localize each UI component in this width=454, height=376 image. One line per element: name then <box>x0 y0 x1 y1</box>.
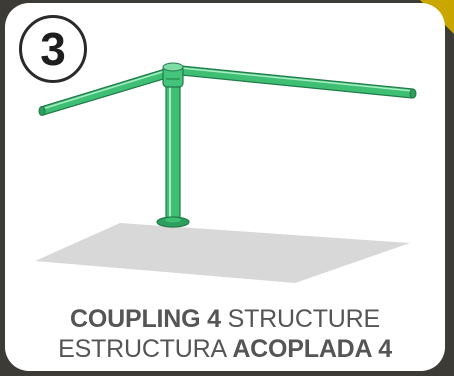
caption-spanish-bold: ACOPLADA 4 <box>232 335 392 363</box>
step-number-badge: 3 <box>19 15 87 83</box>
caption-spanish: ESTRUCTURA ACOPLADA 4 <box>5 335 445 364</box>
left-arm-tube <box>38 65 178 116</box>
step-number: 3 <box>40 23 66 75</box>
caption-english: COUPLING 4 STRUCTURE <box>5 305 445 334</box>
caption-english-bold: COUPLING 4 <box>70 305 221 333</box>
vertical-post-tube <box>165 80 181 222</box>
caption-english-regular: STRUCTURE <box>220 305 381 333</box>
instruction-card: 3 <box>5 3 445 371</box>
caption-spanish-regular: ESTRUCTURA <box>58 335 233 363</box>
base-plate <box>156 216 190 228</box>
coupling-structure-illustration <box>35 62 417 283</box>
coupling-joint <box>162 62 184 88</box>
right-arm-tube <box>180 65 417 99</box>
ground-plane <box>35 223 410 283</box>
